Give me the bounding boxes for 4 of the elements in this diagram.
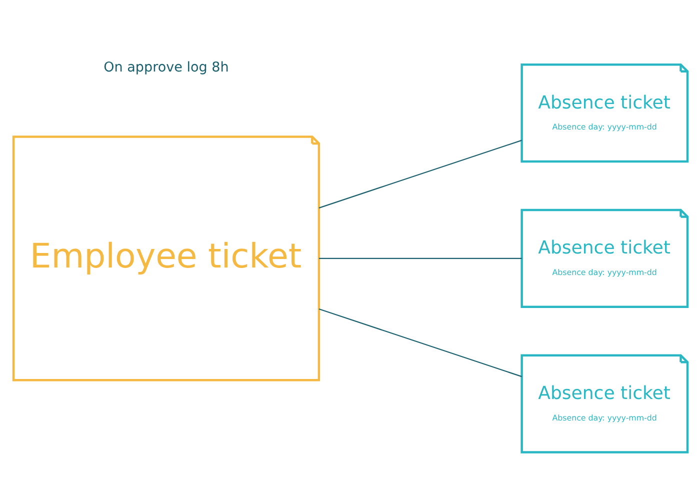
connector: [318, 258, 522, 260]
connector: [318, 308, 522, 378]
connector: [318, 140, 522, 208]
label: On approve log 8h: [103, 59, 228, 76]
